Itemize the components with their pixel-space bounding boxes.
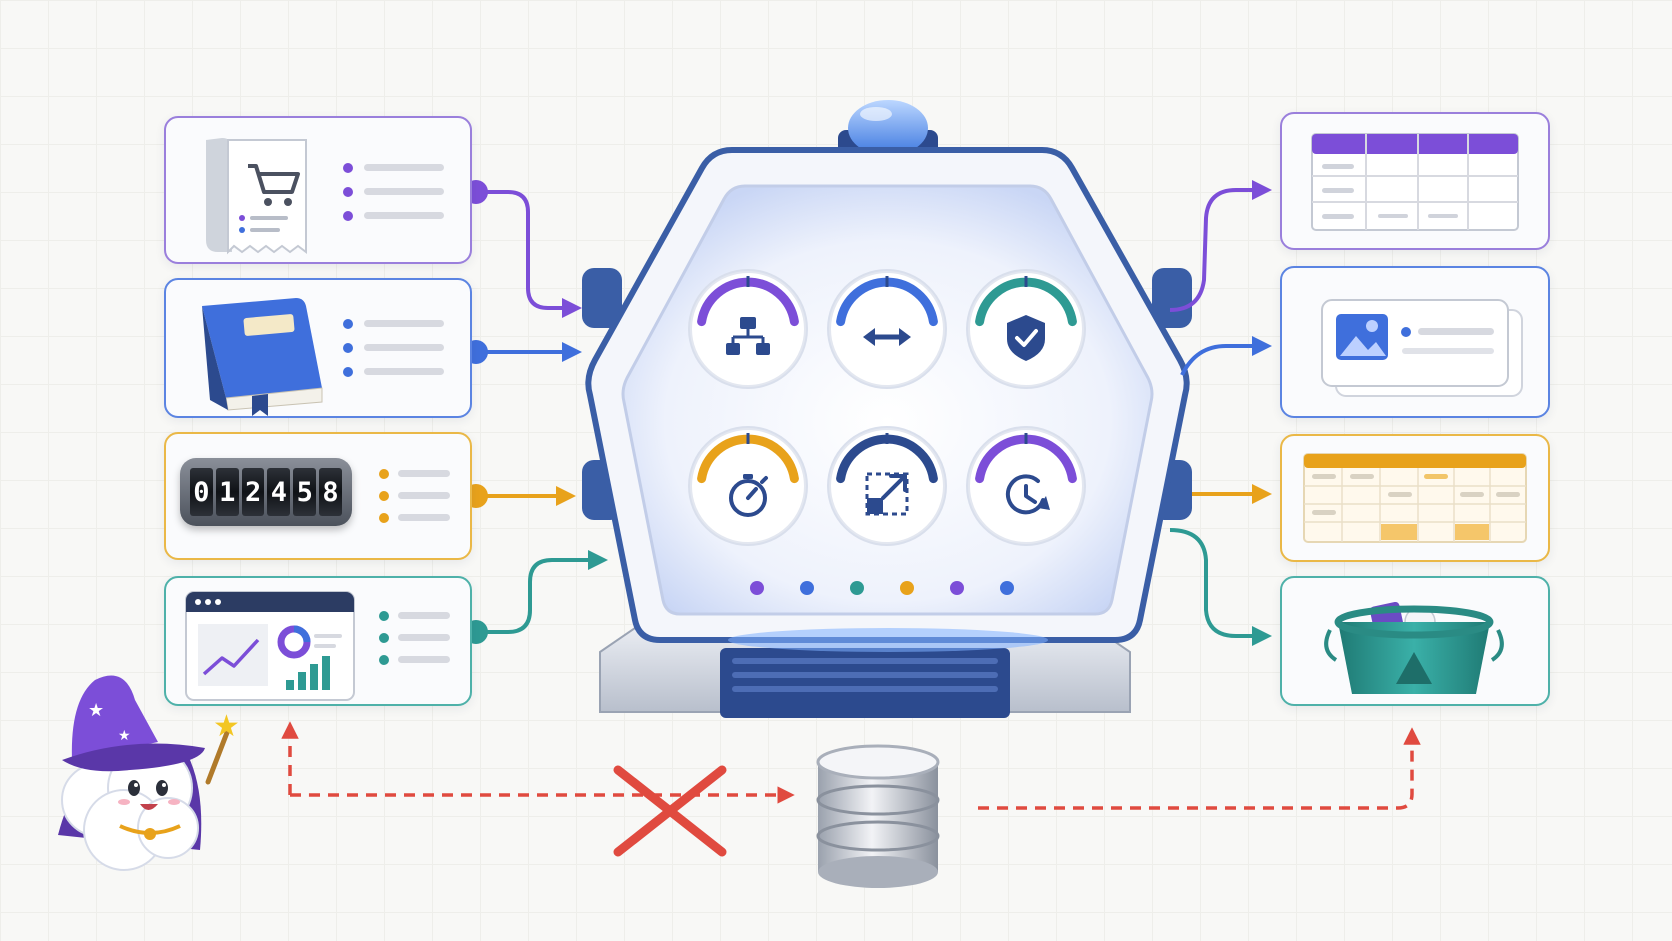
dial-shield-check xyxy=(966,269,1086,389)
dial-grid xyxy=(688,269,1086,546)
dial-hierarchy xyxy=(688,269,808,389)
dashboard-chart-icon xyxy=(185,591,355,701)
shopping-cart-receipt-icon xyxy=(206,138,307,255)
dial-stopwatch xyxy=(688,426,808,546)
output-panel-bucket xyxy=(1280,576,1550,706)
indicator-dot xyxy=(800,581,814,595)
spreadsheet-icon xyxy=(1303,453,1527,543)
processing-machine xyxy=(582,100,1192,718)
dial-double-arrow xyxy=(827,269,947,389)
indicator-dot xyxy=(750,581,764,595)
odometer-digit: 4 xyxy=(267,468,291,516)
indicator-dot xyxy=(900,581,914,595)
connector-table xyxy=(1169,180,1272,312)
odometer-digit: 1 xyxy=(215,468,239,516)
odometer-digit: 0 xyxy=(190,468,213,516)
bypass-line-right xyxy=(978,727,1421,810)
input-panel-dashboard xyxy=(164,576,472,706)
indicator-dot xyxy=(950,581,964,595)
indicator-dots xyxy=(750,581,1014,595)
output-connectors xyxy=(1169,180,1272,646)
resize-arrow-icon xyxy=(865,472,909,516)
dial-resize-arrow xyxy=(827,426,947,546)
shield-check-icon xyxy=(1007,315,1045,361)
book-icon xyxy=(202,298,323,416)
connector-profile-cards xyxy=(1180,336,1272,376)
table-icon xyxy=(1311,133,1519,231)
blocked-x-icon xyxy=(613,765,727,857)
bypass-path xyxy=(281,721,1421,888)
dial-clock-refresh xyxy=(966,426,1086,546)
bullet-list xyxy=(343,319,444,377)
connector-receipt xyxy=(476,190,582,318)
hierarchy-icon xyxy=(726,317,770,355)
stopwatch-icon xyxy=(729,474,768,517)
svg-text:★: ★ xyxy=(213,709,240,744)
input-panel-counter: 0 1 2 4 5 8 xyxy=(164,432,472,560)
indicator-dot xyxy=(1000,581,1014,595)
odometer-digit: 5 xyxy=(293,468,317,516)
connector-dashboard xyxy=(476,550,608,634)
wizard-cloud-mascot-icon: ★ ★ ★ xyxy=(58,675,240,871)
input-connectors xyxy=(464,180,608,644)
bucket-shapes-icon xyxy=(1324,601,1504,694)
svg-text:★: ★ xyxy=(118,728,131,744)
input-panel-book xyxy=(164,278,472,418)
output-panel-table xyxy=(1280,112,1550,250)
bullet-list xyxy=(343,163,444,221)
odometer-digit: 8 xyxy=(319,468,342,516)
output-panel-spreadsheet xyxy=(1280,434,1550,562)
bullet-list xyxy=(379,611,450,665)
double-arrow-icon xyxy=(863,328,911,346)
indicator-dot xyxy=(850,581,864,595)
bullet-list xyxy=(379,469,450,523)
output-panel-profile-cards xyxy=(1280,266,1550,418)
database-icon xyxy=(816,744,940,888)
image-card-icon xyxy=(1321,299,1523,397)
connector-bucket xyxy=(1169,528,1272,646)
clock-refresh-icon xyxy=(1005,474,1050,515)
odometer-counter-icon: 0 1 2 4 5 8 xyxy=(180,458,352,526)
odometer-digit: 2 xyxy=(241,468,265,516)
input-panel-receipt xyxy=(164,116,472,264)
svg-text:★: ★ xyxy=(88,700,104,721)
